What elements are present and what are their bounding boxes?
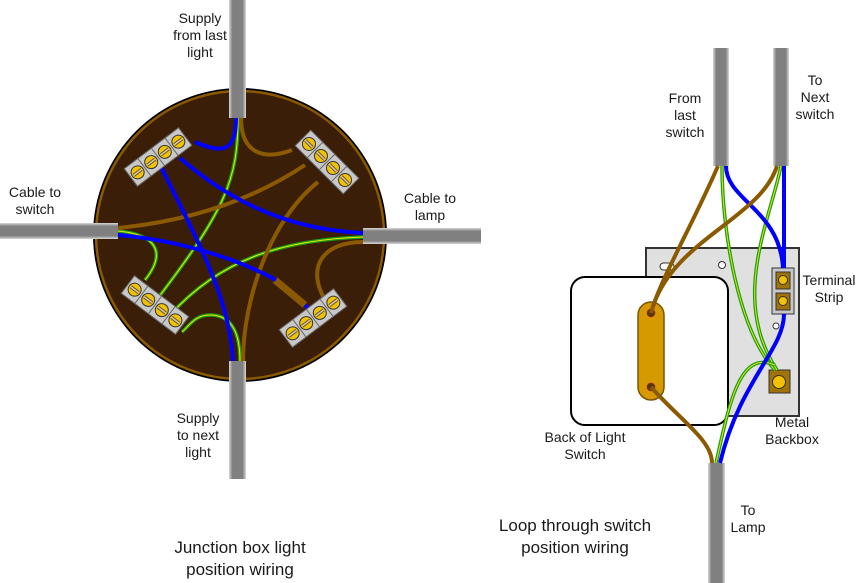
junction-box xyxy=(0,0,481,479)
label-cable-to-lamp: Cable to lamp xyxy=(403,190,457,223)
screw-icon xyxy=(772,375,786,389)
cable-supply-to-next xyxy=(229,361,246,479)
label-to-lamp: To Lamp xyxy=(730,502,766,535)
switch-live-wires xyxy=(649,165,779,464)
earth-wires xyxy=(117,117,364,362)
caption-junction-box: Junction box light position wiring xyxy=(174,538,306,579)
switch-bar xyxy=(637,301,665,401)
screw-icon xyxy=(778,296,788,306)
cable-from-last-switch xyxy=(713,48,729,166)
screw-icon xyxy=(778,275,788,285)
label-to-next-switch: To Next switch xyxy=(795,72,835,122)
label-metal-backbox: Metal Backbox xyxy=(765,414,819,447)
cable-to-next-switch xyxy=(773,48,789,166)
switch-neutral-wires xyxy=(718,165,786,464)
backbox-hole xyxy=(718,261,726,269)
label-terminal-strip: Terminal Strip xyxy=(802,272,856,305)
label-cable-to-switch: Cable to switch xyxy=(8,184,62,217)
cable-to-lamp xyxy=(363,228,481,244)
cable-to-switch xyxy=(0,223,118,239)
neutral-wires xyxy=(117,117,364,362)
switch-position xyxy=(570,48,800,583)
caption-loop-through-switch: Loop through switch position wiring xyxy=(498,516,652,557)
cable-to-lamp-switch xyxy=(708,463,725,583)
label-back-of-light-switch: Back of Light Switch xyxy=(544,429,626,462)
live-wires xyxy=(117,117,364,362)
label-supply-from-last-light: Supply from last light xyxy=(173,10,227,60)
switch-earth-wires xyxy=(714,165,783,464)
label-from-last-switch: From last switch xyxy=(665,90,705,140)
cable-supply-from xyxy=(229,0,246,118)
label-supply-to-next-light: Supply to next light xyxy=(176,410,220,460)
backbox-hole xyxy=(772,322,780,330)
